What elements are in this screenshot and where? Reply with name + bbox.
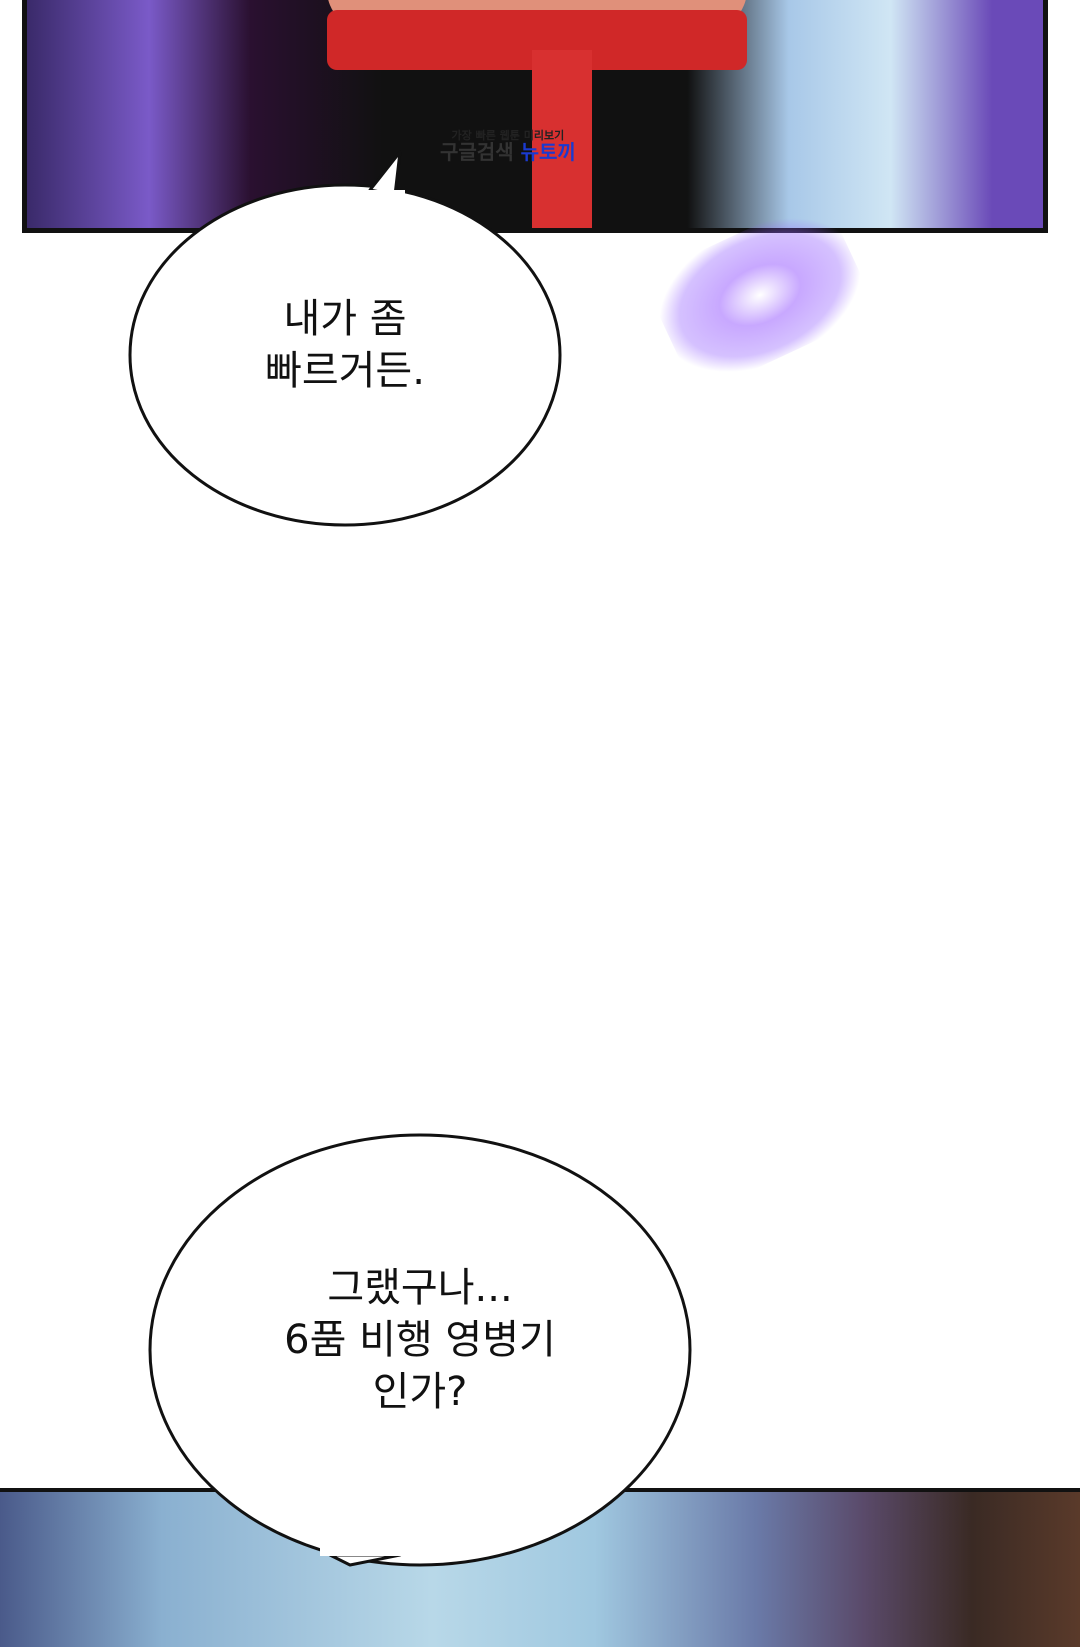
watermark-line1: 가장 빠른 웹툰 미리보기 (451, 129, 565, 142)
text-line: 인가? (372, 1369, 468, 1415)
text-line: 6품 비행 영병기 (284, 1317, 556, 1363)
text-line: 내가 좀 (283, 296, 407, 342)
bubble-1-text: 내가 좀 빠르거든. (180, 293, 510, 397)
watermark: 가장 빠른 웹툰 미리보기 구글검색 뉴토끼 (440, 130, 576, 163)
watermark-line2b: 뉴토끼 (520, 139, 576, 164)
top-comic-panel (22, 0, 1048, 233)
text-line: 그랬구나... (327, 1265, 513, 1311)
red-tie (532, 50, 592, 228)
speech-bubble-2 (148, 1133, 692, 1567)
bubble-2-text: 그랬구나... 6품 비행 영병기 인가? (220, 1262, 620, 1418)
speech-bubble-1 (128, 150, 562, 527)
watermark-line2a: 구글검색 (440, 139, 514, 164)
text-line: 빠르거든. (265, 348, 425, 394)
